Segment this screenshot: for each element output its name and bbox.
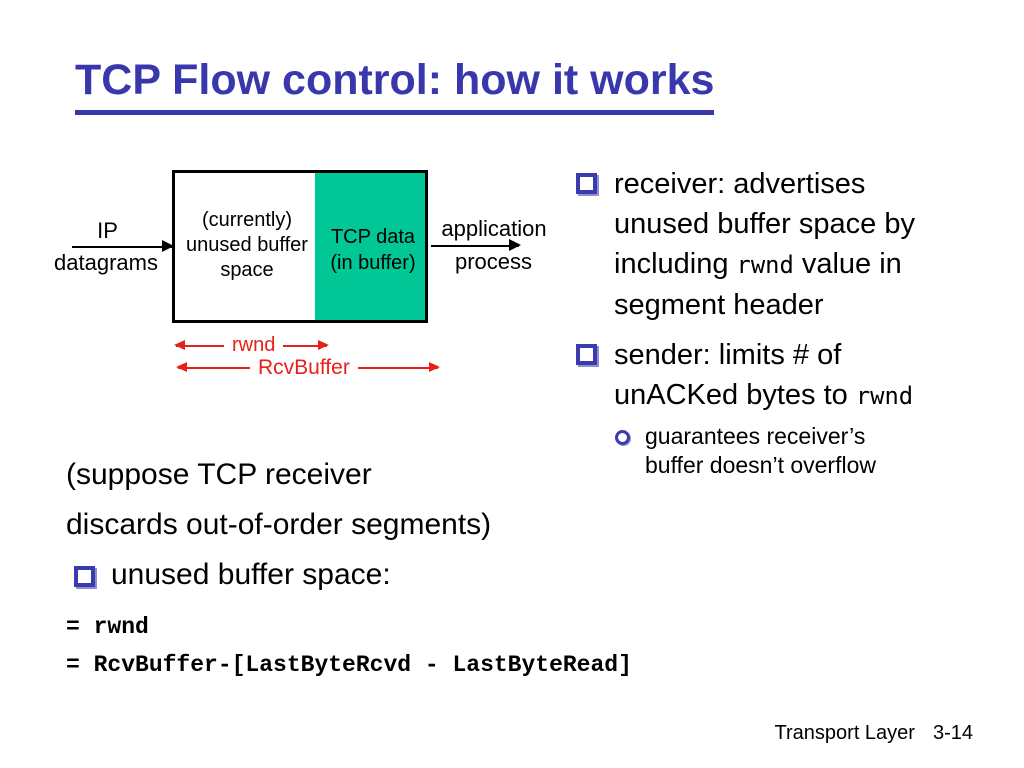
square-bullet-icon <box>576 344 597 365</box>
double-arrow-right-icon <box>283 339 330 350</box>
rcvbuffer-measure-arrow: RcvBuffer <box>176 356 440 380</box>
suppose-line2: discards out-of-order segments) <box>66 508 492 541</box>
unused-buffer-label-line1: (currently) <box>201 209 292 231</box>
arrow-head-icon <box>162 240 174 252</box>
square-bullet-icon <box>576 173 597 194</box>
subbullet-line: guarantees receiver’s <box>645 423 866 449</box>
rwnd-measure-arrow: rwnd <box>174 334 330 357</box>
application-process-label-line1: application <box>441 216 547 241</box>
tcp-data-label: TCP data (in buffer) <box>318 224 428 276</box>
circle-bullet-icon <box>615 430 630 445</box>
bullet-receiver-text: receiver: advertises unused buffer space… <box>614 164 915 325</box>
bullet-sender-limits: sender: limits # of unACKed bytes to rwn… <box>573 335 1021 416</box>
bullet-line-text: including <box>614 248 737 280</box>
bullet-sender-text: sender: limits # of unACKed bytes to rwn… <box>614 335 913 416</box>
bullet-line: segment header <box>614 289 824 321</box>
bullet-line: receiver: advertises <box>614 168 866 200</box>
unused-buffer-label: (currently) unused buffer space <box>176 208 318 283</box>
subbullet-guarantees: guarantees receiver’s buffer doesn’t ove… <box>615 422 1021 480</box>
tcp-data-label-line2: (in buffer) <box>330 252 416 274</box>
rcvbuffer-measure-label: RcvBuffer <box>258 356 350 379</box>
rwnd-code-token: rwnd <box>855 382 914 410</box>
bullet-unused-buffer-space-label: unused buffer space: <box>111 558 391 591</box>
subbullet-line: buffer doesn’t overflow <box>645 452 876 478</box>
application-egress-arrow-icon <box>431 239 521 251</box>
slide-title: TCP Flow control: how it works <box>75 56 715 115</box>
rwnd-code-token: rwnd <box>736 251 794 279</box>
subbullet-text: guarantees receiver’s buffer doesn’t ove… <box>645 422 876 480</box>
ip-datagrams-label-line2: datagrams <box>54 250 158 275</box>
arrow-head-icon <box>509 239 521 251</box>
rwnd-measure-label: rwnd <box>232 334 276 356</box>
slide-footer: Transport Layer 3-14 <box>775 722 973 745</box>
tcp-data-label-line1: TCP data <box>330 226 416 248</box>
bullet-line: unused buffer space by <box>614 208 915 240</box>
square-bullet-icon <box>74 566 95 587</box>
application-process-label-line2: process <box>454 249 533 274</box>
bullet-line: unACKed bytes to rwnd <box>614 375 913 416</box>
unused-buffer-label-line2: unused buffer <box>186 234 308 256</box>
double-arrow-left-icon <box>174 339 224 350</box>
tcp-data-region <box>315 173 425 320</box>
bullet-unused-buffer-space: unused buffer space: <box>66 550 666 600</box>
bullet-receiver-advertises: receiver: advertises unused buffer space… <box>573 164 1021 325</box>
bullet-line-text: value in <box>793 248 902 280</box>
bullet-line: sender: limits # of <box>614 339 842 371</box>
footer-page-number: 3-14 <box>932 722 973 744</box>
formula-block: = rwnd = RcvBuffer-[LastByteRcvd - LastB… <box>66 608 666 684</box>
unused-buffer-label-line3: space <box>220 259 274 281</box>
bottom-left-block: (suppose TCP receiver discards out-of-or… <box>66 450 666 684</box>
formula-rcvbuffer: = RcvBuffer-[LastByteRcvd - LastByteRead… <box>66 652 632 678</box>
ip-ingress-arrow-icon <box>72 240 174 252</box>
receive-buffer-box <box>172 170 428 323</box>
double-arrow-left-icon <box>176 362 250 372</box>
footer-section-label: Transport Layer <box>774 722 915 744</box>
right-bullet-column: receiver: advertises unused buffer space… <box>573 164 1021 480</box>
bullet-line: including rwnd value in <box>614 244 915 285</box>
double-arrow-right-icon <box>357 362 440 372</box>
suppose-line1: (suppose TCP receiver <box>66 458 372 491</box>
bullet-line-text: unACKed bytes to <box>614 379 856 411</box>
ip-datagrams-label-line1: IP <box>97 218 118 243</box>
formula-rwnd: = rwnd <box>66 614 149 640</box>
